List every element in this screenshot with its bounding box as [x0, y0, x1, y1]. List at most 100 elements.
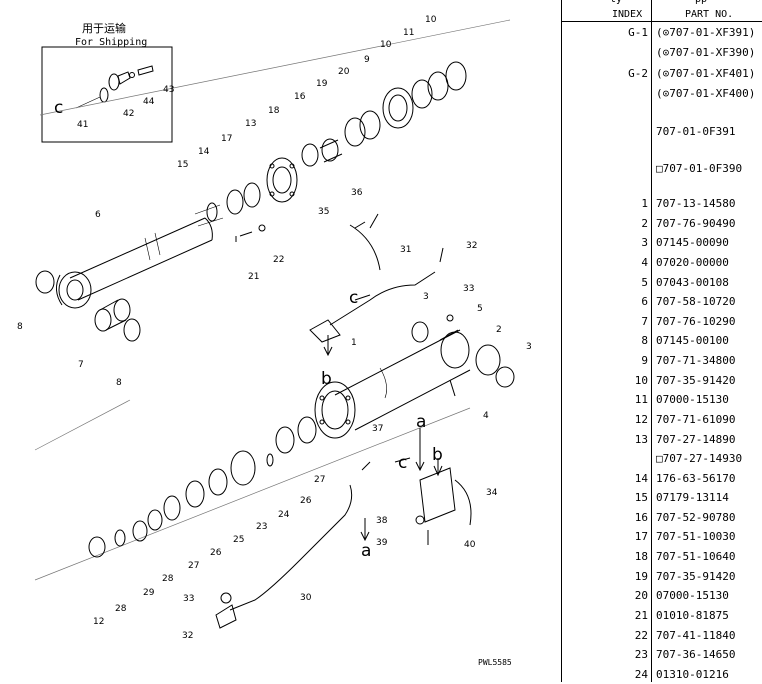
row-part-number: 707-76-10290	[656, 315, 736, 328]
row-part-number: 01310-01216	[656, 668, 729, 681]
table-row: 19 707-35-91420	[562, 568, 762, 586]
table-row: 23 707-36-14650	[562, 646, 762, 664]
callout-label: 26	[210, 548, 222, 558]
flow-letter-b-right: b	[432, 445, 443, 465]
callout-label: 9	[364, 55, 370, 65]
callout-label: 30	[300, 593, 312, 603]
row-index: 10	[634, 374, 648, 387]
callout-label: 34	[486, 488, 498, 498]
piston-rod	[56, 204, 224, 309]
row-part-number: (⊙707-01-XF401)	[656, 67, 756, 80]
row-part-number: 707-01-0F391	[656, 125, 736, 138]
callout-label: 6	[95, 210, 101, 220]
row-index: 23	[634, 648, 648, 661]
callout-label: 14	[198, 147, 210, 157]
bracket	[415, 467, 472, 545]
callout-label: 39	[376, 538, 388, 548]
callout-label: 44	[143, 97, 155, 107]
row-index: G-2	[628, 67, 648, 80]
table-row: 14 176-63-56170	[562, 470, 762, 488]
callout-numbers: 1 2 3 3 4 5 6 7 8 8 9 10 10 11 12 13 14 …	[17, 15, 532, 641]
callout-label: 31	[400, 245, 411, 255]
header-top-right: pp	[695, 0, 707, 5]
row-part-number: 07043-00108	[656, 276, 729, 289]
callout-label: 35	[318, 207, 329, 217]
piping	[215, 213, 444, 629]
table-row: □707-27-14930	[562, 450, 762, 468]
callout-label: 10	[380, 40, 392, 50]
row-index: 14	[634, 472, 648, 485]
rod-bushing-parts	[35, 270, 141, 342]
table-row: 5 07043-00108	[562, 274, 762, 292]
row-part-number: 176-63-56170	[656, 472, 736, 485]
row-part-number: 707-35-91420	[656, 570, 736, 583]
table-row: (⊙707-01-XF400)	[562, 85, 762, 103]
gland-parts	[39, 19, 511, 242]
row-index: 19	[634, 570, 648, 583]
callout-label: 32	[182, 631, 193, 641]
callout-label: 40	[464, 540, 476, 550]
row-index: 7	[641, 315, 648, 328]
row-part-number: 07000-15130	[656, 393, 729, 406]
row-index: 12	[634, 413, 648, 426]
callout-label: 28	[115, 604, 127, 614]
callout-label: 42	[123, 109, 134, 119]
table-row: 10 707-35-91420	[562, 372, 762, 390]
flow-arrows	[323, 294, 443, 542]
callout-label: 25	[233, 535, 244, 545]
callout-label: 5	[477, 304, 483, 314]
table-row: G-1(⊙707-01-XF391)	[562, 24, 762, 42]
piston-parts	[34, 399, 471, 581]
callout-label: 24	[278, 510, 290, 520]
row-index: 11	[634, 393, 648, 406]
callout-label: 33	[463, 284, 474, 294]
row-index: 2	[641, 217, 648, 230]
table-row: G-2 (⊙707-01-XF401)	[562, 65, 762, 83]
row-part-number: 707-52-90780	[656, 511, 736, 524]
flow-letter-c-inset: c	[54, 98, 63, 118]
row-part-number: 07000-15130	[656, 589, 729, 602]
row-part-number: 07145-00100	[656, 334, 729, 347]
callout-label: 36	[351, 188, 363, 198]
callout-label: 28	[162, 574, 174, 584]
row-index: 5	[641, 276, 648, 289]
callout-label: 18	[268, 106, 280, 116]
parts-table: ty pp INDEX PART NO. G-1(⊙707-01-XF391)(…	[561, 0, 762, 682]
table-row: 11 07000-15130	[562, 391, 762, 409]
row-part-number: (⊙707-01-XF400)	[656, 87, 756, 100]
row-index: 22	[634, 629, 648, 642]
row-part-number: 707-36-14650	[656, 648, 736, 661]
callout-label: 3	[526, 342, 532, 352]
row-index: 18	[634, 550, 648, 563]
row-part-number: 07020-00000	[656, 256, 729, 269]
cylinder-tube	[314, 314, 515, 439]
row-part-number: 707-58-10720	[656, 295, 736, 308]
callout-label: 43	[163, 85, 174, 95]
callout-label: 11	[403, 28, 414, 38]
index-header: INDEX	[612, 9, 643, 20]
row-part-number: (⊙707-01-XF391)	[656, 26, 756, 39]
callout-label: 26	[300, 496, 312, 506]
callout-label: 10	[425, 15, 437, 25]
callout-label: 1	[351, 338, 357, 348]
row-part-number: □707-27-14930	[656, 452, 743, 465]
shipping-inset: 用于运输 For Shipping	[41, 21, 173, 143]
table-row: 13 707-27-14890	[562, 431, 762, 449]
exploded-view-diagram: 用于运输 For Shipping	[17, 15, 532, 667]
callout-label: 12	[93, 617, 104, 627]
row-part-number: 707-41-11840	[656, 629, 736, 642]
row-index: 6	[641, 295, 648, 308]
row-part-number: 707-35-91420	[656, 374, 736, 387]
row-part-number: 707-27-14890	[656, 433, 736, 446]
row-index: 13	[634, 433, 648, 446]
